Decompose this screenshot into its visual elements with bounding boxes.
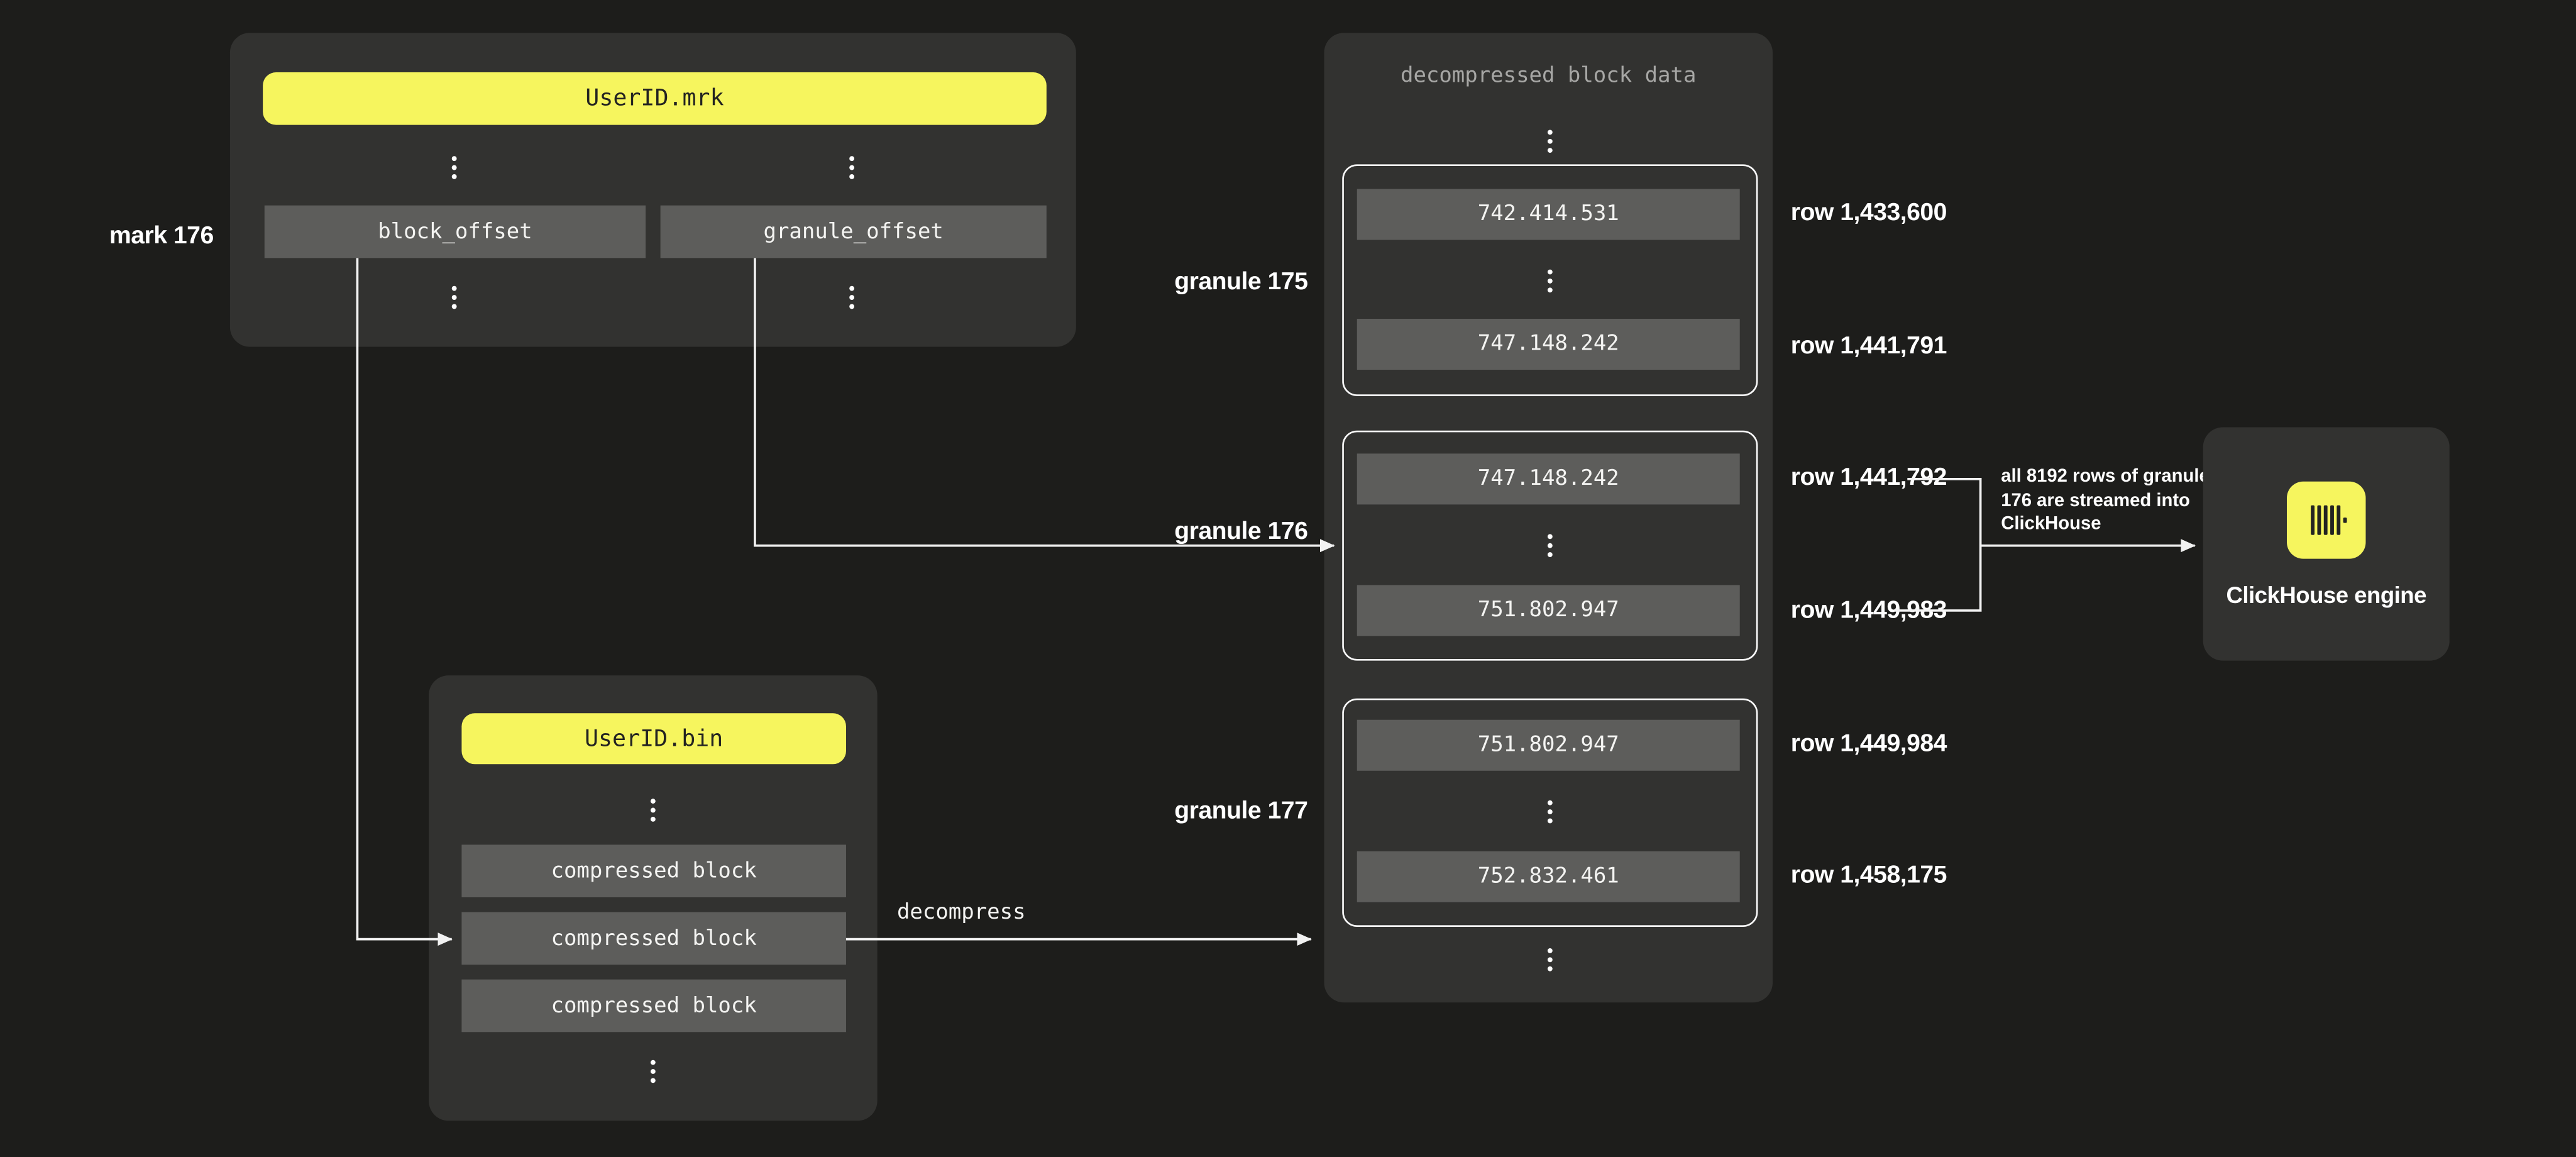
granule-177-first-value: 751.802.947 — [1357, 719, 1740, 771]
mrk-file-title: UserID.mrk — [585, 85, 724, 112]
row-label-1458175: row 1,458,175 — [1790, 861, 1947, 889]
block-offset-label: block_offset — [378, 219, 532, 245]
granule-175-frame — [1342, 164, 1758, 396]
vertical-ellipsis-icon — [1546, 800, 1552, 805]
compressed-block-label: compressed block — [551, 858, 757, 883]
vertical-ellipsis-icon — [1546, 534, 1552, 540]
mark-176-label: mark 176 — [109, 221, 214, 250]
granule-176-last-value: 751.802.947 — [1357, 585, 1740, 636]
vertical-ellipsis-icon — [1546, 948, 1552, 953]
decompressed-panel-title: decompressed block data — [1400, 64, 1697, 89]
granule-offset-field: granule_offset — [660, 205, 1047, 258]
vertical-ellipsis-icon — [451, 285, 456, 291]
row-range-bracket — [1894, 478, 1982, 612]
row-label-1441791: row 1,441,791 — [1790, 331, 1947, 360]
compressed-block-1: compressed block — [461, 912, 846, 965]
granule-175-first-value: 742.414.531 — [1357, 189, 1740, 240]
stream-note-line: ClickHouse — [2001, 514, 2101, 534]
vertical-ellipsis-icon — [451, 156, 456, 162]
clickhouse-logo-icon — [2287, 481, 2366, 559]
clickhouse-logo-bars — [2309, 505, 2347, 535]
stream-note: all 8192 rows of granule 176 are streame… — [2001, 465, 2210, 537]
row-label-1449983: row 1,449,983 — [1790, 596, 1947, 625]
granule-offset-label: granule_offset — [763, 219, 944, 245]
value-text: 751.802.947 — [1477, 598, 1619, 623]
granule-177-last-value: 752.832.461 — [1357, 851, 1740, 902]
mrk-file-title-chip: UserID.mrk — [263, 72, 1047, 125]
row-label-1449984: row 1,449,984 — [1790, 729, 1947, 758]
granule-176-first-value: 747.148.242 — [1357, 453, 1740, 505]
value-text: 747.148.242 — [1477, 467, 1619, 492]
granule-175-last-value: 747.148.242 — [1357, 319, 1740, 370]
vertical-ellipsis-icon — [1546, 130, 1552, 135]
value-text: 752.832.461 — [1477, 864, 1619, 889]
stream-note-line: 176 are streamed into — [2001, 490, 2190, 511]
granule-176-label: granule 176 — [1174, 518, 1308, 546]
value-text: 742.414.531 — [1477, 202, 1619, 227]
vertical-ellipsis-icon — [649, 1060, 655, 1065]
value-text: 747.148.242 — [1477, 331, 1619, 357]
compressed-block-2: compressed block — [461, 979, 846, 1032]
compressed-block-label: compressed block — [551, 926, 757, 951]
block-offset-field: block_offset — [264, 205, 646, 258]
row-label-1433600: row 1,433,600 — [1790, 199, 1947, 227]
bin-file-title: UserID.bin — [585, 725, 724, 752]
clickhouse-engine-label: ClickHouse engine — [2226, 582, 2426, 609]
granule-176-frame — [1342, 430, 1758, 661]
decompress-label: decompress — [896, 900, 1026, 926]
granule-175-label: granule 175 — [1174, 268, 1308, 296]
compressed-block-label: compressed block — [551, 993, 757, 1019]
vertical-ellipsis-icon — [649, 799, 655, 804]
vertical-ellipsis-icon — [1546, 269, 1552, 275]
stream-note-line: all 8192 rows of granule — [2001, 467, 2210, 487]
value-text: 751.802.947 — [1477, 733, 1619, 758]
granule-177-label: granule 177 — [1174, 797, 1308, 825]
vertical-ellipsis-icon — [848, 156, 854, 162]
compressed-block-0: compressed block — [461, 844, 846, 897]
bin-file-title-chip: UserID.bin — [461, 713, 846, 765]
row-label-1441792: row 1,441,792 — [1790, 463, 1947, 492]
granule-177-frame — [1342, 698, 1758, 927]
